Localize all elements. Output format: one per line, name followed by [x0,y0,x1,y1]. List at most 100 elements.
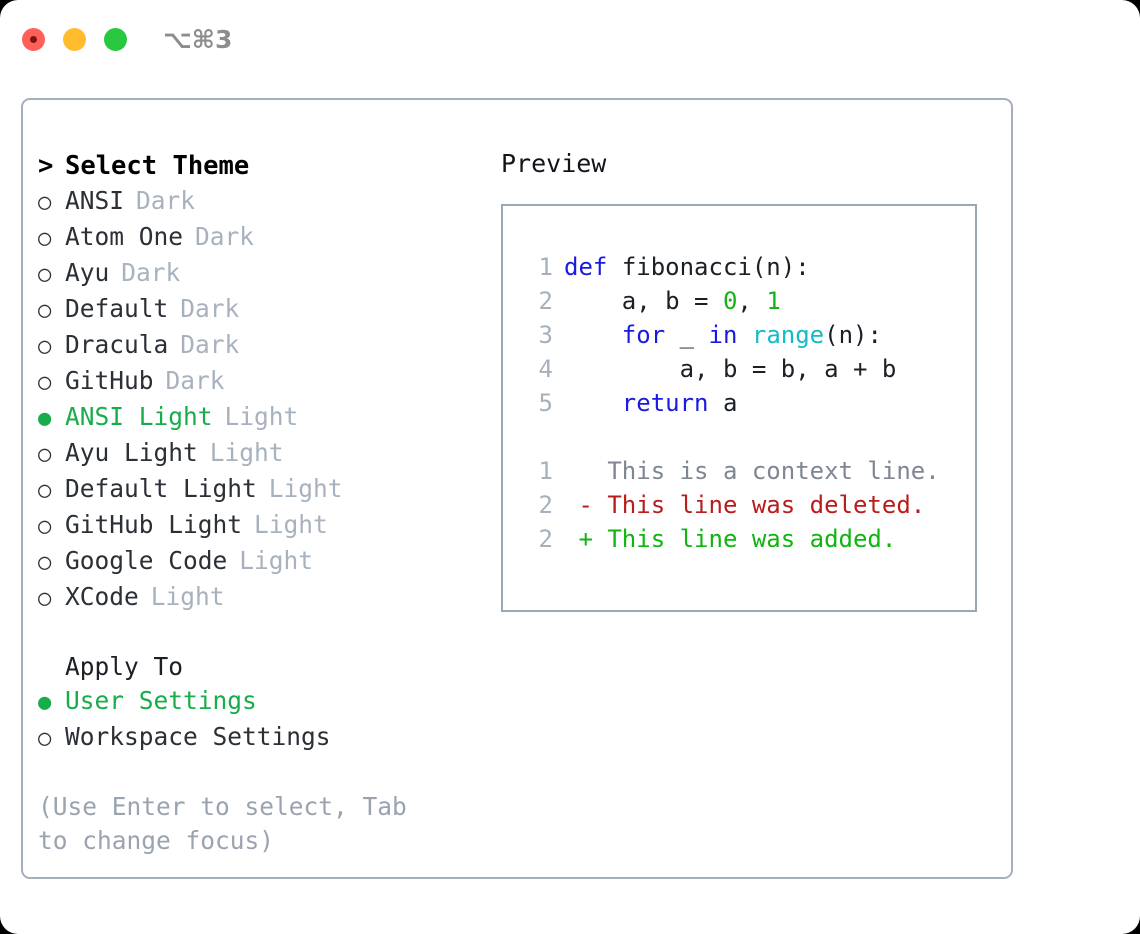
theme-option-kind: Dark [180,294,240,323]
diff-sample: 1 This is a context line. 2 - This line w… [525,454,975,556]
code-token-txt: a, b = b, a + b [564,355,897,383]
theme-option-atom-one[interactable]: ○ Atom One Dark [38,220,498,256]
diff-line-text: This is a context line. [564,457,940,485]
keyboard-shortcut-label: ⌥⌘3 [163,24,233,54]
code-token-txt [607,250,621,284]
titlebar: ⌥⌘3 [0,0,1140,78]
code-token-fn: fibonacci(n): [621,253,810,281]
theme-option-label: Dracula [65,330,169,359]
code-line: 2 a, b = 0, 1 [525,284,975,318]
section-spacer [38,616,498,650]
diff-line-ctx: 1 This is a context line. [525,454,975,488]
radio-unselected-icon: ○ [38,514,52,539]
line-number: 2 [538,287,553,315]
theme-list-header: > Select Theme [38,148,498,184]
page-title: Select Theme [65,151,250,181]
radio-unselected-icon: ○ [38,726,52,751]
theme-option-dracula[interactable]: ○ Dracula Dark [38,328,498,364]
code-token-kw: return [621,389,709,417]
preview-title: Preview [501,149,607,178]
theme-option-ayu-light[interactable]: ○ Ayu Light Light [38,436,498,472]
line-number: 2 [538,491,553,519]
theme-option-label: Default [65,294,169,323]
code-token-txt: , [737,287,767,315]
code-token-txt [564,318,622,352]
code-token-txt: a, b = [564,287,723,315]
theme-option-kind: Light [224,402,299,431]
radio-unselected-icon: ○ [38,190,52,215]
code-token-txt [564,386,622,420]
code-token-txt [737,318,751,352]
radio-unselected-icon: ○ [38,550,52,575]
theme-option-kind: Dark [180,330,240,359]
line-number: 1 [538,253,553,281]
minimize-icon[interactable] [63,27,86,51]
theme-option-ayu[interactable]: ○ Ayu Dark [38,256,498,292]
code-token-num: 0 [722,287,738,315]
radio-unselected-icon: ○ [38,298,52,323]
line-number: 5 [538,389,553,417]
code-token-txt: _ [665,321,709,349]
radio-unselected-icon: ○ [38,262,52,287]
theme-option-label: ANSI [65,186,125,215]
theme-option-kind: Dark [136,186,196,215]
theme-option-kind: Light [209,438,284,467]
code-token-call: range [751,321,825,349]
traffic-lights [22,27,127,51]
line-number: 4 [538,355,553,383]
keyboard-hint: (Use Enter to select, Tab to change focu… [38,792,407,855]
theme-option-default-light[interactable]: ○ Default Light Light [38,472,498,508]
theme-option-label: XCode [65,582,139,611]
apply-to-title: Apply To [65,652,184,681]
line-number: 2 [538,525,553,553]
radio-selected-icon: ● [38,690,52,715]
diff-line-text: - This line was deleted. [564,491,926,519]
code-token-kw: in [708,321,738,349]
theme-option-label: Atom One [65,222,184,251]
theme-option-kind: Light [239,546,314,575]
radio-unselected-icon: ○ [38,442,52,467]
theme-option-kind: Light [268,474,343,503]
radio-unselected-icon: ○ [38,226,52,251]
theme-option-label: Ayu Light [65,438,198,467]
code-token-kw: for [621,321,666,349]
theme-option-kind: Light [254,510,328,539]
radio-unselected-icon: ○ [38,478,52,503]
apply-to-list[interactable]: ● User Settings ○ Workspace Settings [38,684,498,756]
radio-unselected-icon: ○ [38,586,52,611]
radio-unselected-icon: ○ [38,370,52,395]
code-line: 3 for _ in range(n): [525,318,975,352]
code-diff-spacer [525,420,975,454]
radio-unselected-icon: ○ [38,334,52,359]
line-number: 1 [538,457,553,485]
theme-option-label: Default Light [65,474,257,503]
maximize-icon[interactable] [104,27,127,51]
theme-option-kind: Dark [195,222,255,251]
apply-to-option-label: User Settings [65,686,257,715]
close-icon[interactable] [22,27,45,51]
line-number: 3 [538,321,553,349]
code-line: 4 a, b = b, a + b [525,352,975,386]
theme-option-kind: Dark [121,258,181,287]
theme-option-label: ANSI Light [65,402,213,431]
apply-to-option-user-settings[interactable]: ● User Settings [38,684,498,720]
theme-option-ansi[interactable]: ○ ANSI Dark [38,184,498,220]
radio-selected-icon: ● [38,406,52,431]
theme-option-ansi-light[interactable]: ● ANSI Light Light [38,400,498,436]
apply-to-option-label: Workspace Settings [65,722,331,751]
apply-to-option-workspace-settings[interactable]: ○ Workspace Settings [38,720,498,756]
theme-option-default[interactable]: ○ Default Dark [38,292,498,328]
theme-option-label: Ayu [65,258,110,287]
